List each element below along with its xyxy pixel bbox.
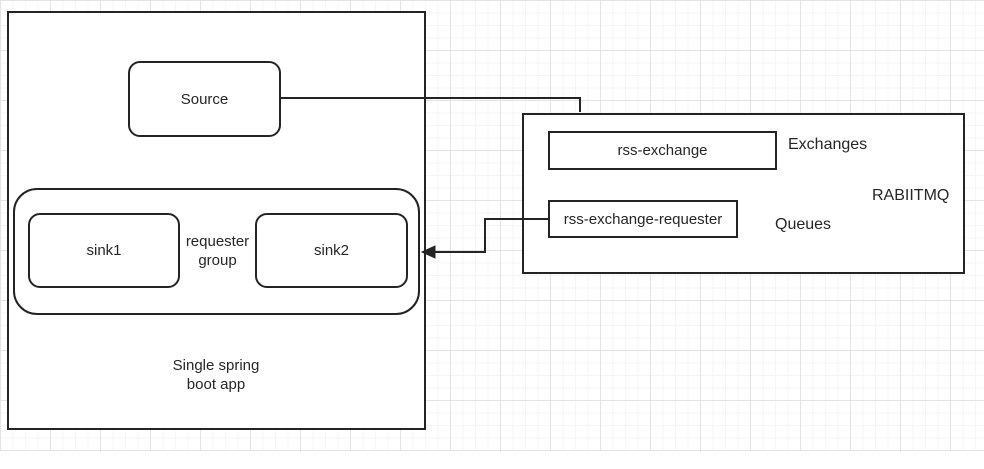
sink1-node[interactable]: sink1 <box>28 213 180 288</box>
source-node[interactable]: Source <box>128 61 281 137</box>
queues-label: Queues <box>775 216 832 233</box>
spring-boot-app-label: Single spring boot app <box>172 357 260 393</box>
exchange-node[interactable]: rss-exchange <box>548 131 777 170</box>
exchange-node-label: rss-exchange <box>617 142 708 159</box>
connector-queue-to-requester-group[interactable] <box>433 218 548 253</box>
exchanges-label: Exchanges <box>788 136 868 153</box>
sink2-node-label: sink2 <box>313 242 350 259</box>
rabbitmq-label: RABIITMQ <box>872 187 950 204</box>
sink1-node-label: sink1 <box>86 242 122 259</box>
requester-group-label: requester group <box>185 232 250 269</box>
queue-node-label: rss-exchange-requester <box>563 210 723 228</box>
queue-node[interactable]: rss-exchange-requester <box>548 200 738 238</box>
connector-source-to-rabbitmq[interactable] <box>281 97 581 112</box>
sink2-node[interactable]: sink2 <box>255 213 408 288</box>
arrowhead-icon <box>420 245 436 259</box>
source-node-label: Source <box>180 90 229 108</box>
